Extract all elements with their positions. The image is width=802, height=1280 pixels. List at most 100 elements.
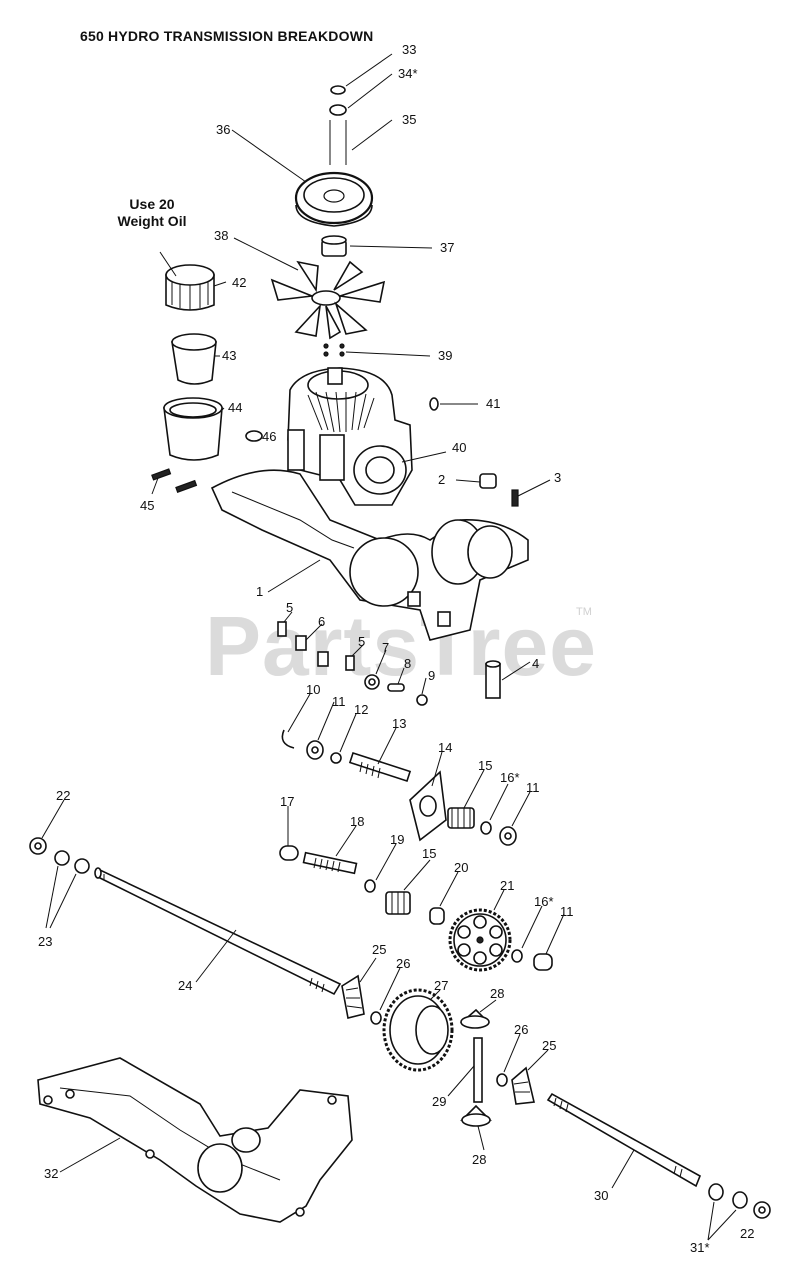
callout-43: 43 [222, 348, 236, 363]
nut-34[interactable] [329, 104, 347, 116]
bearing-11a[interactable] [306, 740, 324, 760]
washer-16b[interactable] [511, 949, 523, 963]
cap-42[interactable] [165, 264, 215, 311]
oil-note-line-2: Weight Oil [117, 213, 187, 229]
axle-30[interactable] [546, 1092, 702, 1188]
pinion-28b[interactable] [460, 1104, 492, 1127]
reservoir-cup-44[interactable] [163, 397, 223, 461]
callout-28b: 28 [472, 1152, 486, 1167]
callout-33: 33 [402, 42, 416, 57]
callout-37: 37 [440, 240, 454, 255]
washer-12[interactable] [330, 752, 342, 764]
spacer-20[interactable] [429, 907, 445, 925]
pin-8[interactable] [387, 683, 405, 692]
callout-31: 31* [690, 1240, 710, 1255]
washers-31[interactable] [708, 1183, 748, 1209]
housing-lower-32[interactable] [37, 1057, 353, 1223]
axle-24[interactable] [94, 867, 342, 996]
brake-disc-14[interactable] [409, 770, 447, 842]
washer-9[interactable] [416, 694, 428, 706]
callout-26b: 26 [514, 1022, 528, 1037]
callout-25b: 25 [542, 1038, 556, 1053]
callout-16b: 16* [534, 894, 554, 909]
nut-2[interactable] [479, 473, 497, 489]
screws-35[interactable] [329, 120, 347, 165]
ring-gear-27[interactable] [382, 988, 454, 1072]
callout-16a: 16* [500, 770, 520, 785]
callout-3: 3 [554, 470, 561, 485]
bearing-11b[interactable] [499, 826, 517, 846]
bevel-gear-25a[interactable] [341, 974, 365, 1019]
callout-28a: 28 [490, 986, 504, 1001]
callout-17: 17 [280, 794, 294, 809]
shaft-4[interactable] [485, 660, 501, 699]
bevel-gear-25b[interactable] [511, 1066, 535, 1105]
key-5a[interactable] [277, 621, 287, 637]
bearing-7[interactable] [364, 674, 380, 690]
reservoir-43[interactable] [171, 333, 217, 385]
callout-11a: 11 [332, 694, 346, 709]
bearing-22a[interactable] [29, 837, 47, 855]
washer-26a[interactable] [370, 1011, 382, 1025]
gear-21[interactable] [448, 908, 512, 972]
o-ring-46[interactable] [245, 430, 263, 442]
shaft-13[interactable] [348, 751, 412, 783]
callout-15a: 15 [478, 758, 492, 773]
callout-23: 23 [38, 934, 52, 949]
plug-41[interactable] [429, 397, 439, 411]
key-6b[interactable] [317, 651, 329, 667]
callout-12: 12 [354, 702, 368, 717]
callout-8: 8 [404, 656, 411, 671]
pins-39[interactable] [323, 343, 345, 357]
gear-15a[interactable] [447, 807, 475, 829]
housing-upper-1[interactable] [210, 469, 529, 641]
washer-19[interactable] [364, 879, 376, 893]
callout-15b: 15 [422, 846, 436, 861]
callout-27: 27 [434, 978, 448, 993]
screws-45[interactable] [151, 468, 198, 494]
pulley-36[interactable] [294, 171, 374, 227]
callout-11c: 11 [560, 904, 574, 919]
key-6a[interactable] [295, 635, 307, 651]
callout-11b: 11 [526, 780, 540, 795]
callout-14: 14 [438, 740, 452, 755]
callout-32: 32 [44, 1166, 58, 1181]
bearing-17[interactable] [279, 845, 299, 861]
bearing-11c[interactable] [533, 953, 553, 971]
washers-23[interactable] [54, 850, 90, 874]
washer-26b[interactable] [496, 1073, 508, 1087]
callout-30: 30 [594, 1188, 608, 1203]
callout-13: 13 [392, 716, 406, 731]
hub-37[interactable] [321, 235, 347, 257]
callout-26a: 26 [396, 956, 410, 971]
callout-39: 39 [438, 348, 452, 363]
callout-2: 2 [438, 472, 445, 487]
callout-19: 19 [390, 832, 404, 847]
pinion-28a[interactable] [459, 1008, 490, 1029]
callout-5a: 5 [286, 600, 293, 615]
bolt-3[interactable] [511, 489, 519, 507]
callout-34: 34* [398, 66, 418, 81]
retainer-10[interactable] [281, 729, 295, 749]
key-5b[interactable] [345, 655, 355, 671]
cross-shaft-29[interactable] [473, 1037, 483, 1103]
gear-15b[interactable] [385, 891, 411, 915]
washer-33[interactable] [330, 85, 346, 95]
callout-36: 36 [216, 122, 230, 137]
shaft-18[interactable] [302, 851, 358, 875]
callout-35: 35 [402, 112, 416, 127]
bearing-22b[interactable] [753, 1201, 771, 1219]
callout-labels: 33 34* 35 36 37 38 42 43 39 44 41 46 40 … [38, 42, 754, 1255]
callout-38: 38 [214, 228, 228, 243]
washer-16a[interactable] [480, 821, 492, 835]
callout-7: 7 [382, 640, 389, 655]
callout-22b: 22 [740, 1226, 754, 1241]
callout-5b: 5 [358, 634, 365, 649]
callout-25a: 25 [372, 942, 386, 957]
callout-22a: 22 [56, 788, 70, 803]
callout-6: 6 [318, 614, 325, 629]
fan-38[interactable] [270, 260, 386, 340]
pump-housing-40[interactable] [287, 367, 413, 506]
